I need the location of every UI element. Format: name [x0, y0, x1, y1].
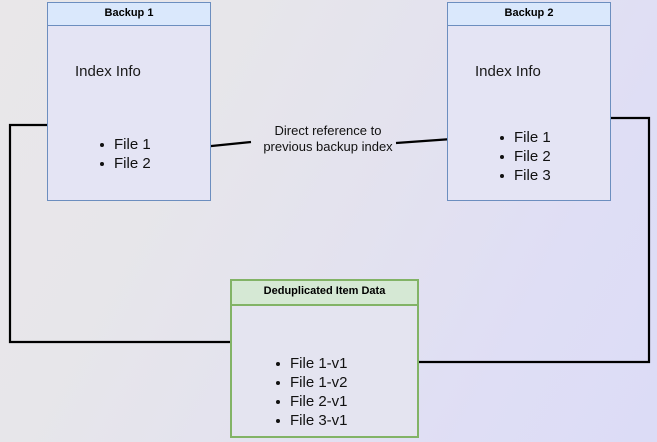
list-item: File 2 — [98, 154, 151, 173]
backup-1-header: Backup 1 — [48, 3, 210, 26]
list-item: File 3 — [498, 166, 551, 185]
list-item: File 2 — [498, 147, 551, 166]
deduplicated-file-list: File 1-v1 File 1-v2 File 2-v1 File 3-v1 — [274, 354, 348, 430]
backup-1-index-info-label: Index Info — [75, 63, 141, 80]
deduplicated-item-data-header: Deduplicated Item Data — [232, 281, 417, 306]
deduplicated-item-data-body: File 1-v1 File 1-v2 File 2-v1 File 3-v1 — [232, 306, 417, 439]
direct-reference-caption-line-2: previous backup index — [263, 139, 393, 154]
direct-reference-caption-line-1: Direct reference to — [274, 123, 382, 138]
list-item: File 1 — [98, 135, 151, 154]
list-item: File 1-v1 — [274, 354, 348, 373]
backup-1-file-list: File 1 File 2 — [98, 135, 151, 173]
backup-2-index-info-label: Index Info — [475, 63, 541, 80]
backup-1-body: Index Info File 1 File 2 — [48, 26, 210, 201]
list-item: File 1-v2 — [274, 373, 348, 392]
deduplicated-item-data-box[interactable]: Deduplicated Item Data File 1-v1 File 1-… — [230, 279, 419, 438]
backup-2-header: Backup 2 — [448, 3, 610, 26]
list-item: File 2-v1 — [274, 392, 348, 411]
direct-reference-caption: Direct reference to previous backup inde… — [248, 123, 408, 155]
list-item: File 3-v1 — [274, 411, 348, 430]
list-item: File 1 — [498, 128, 551, 147]
backup-1-box[interactable]: Backup 1 Index Info File 1 File 2 — [47, 2, 211, 201]
backup-2-box[interactable]: Backup 2 Index Info File 1 File 2 File 3 — [447, 2, 611, 201]
backup-2-file-list: File 1 File 2 File 3 — [498, 128, 551, 185]
backup-2-body: Index Info File 1 File 2 File 3 — [448, 26, 610, 201]
